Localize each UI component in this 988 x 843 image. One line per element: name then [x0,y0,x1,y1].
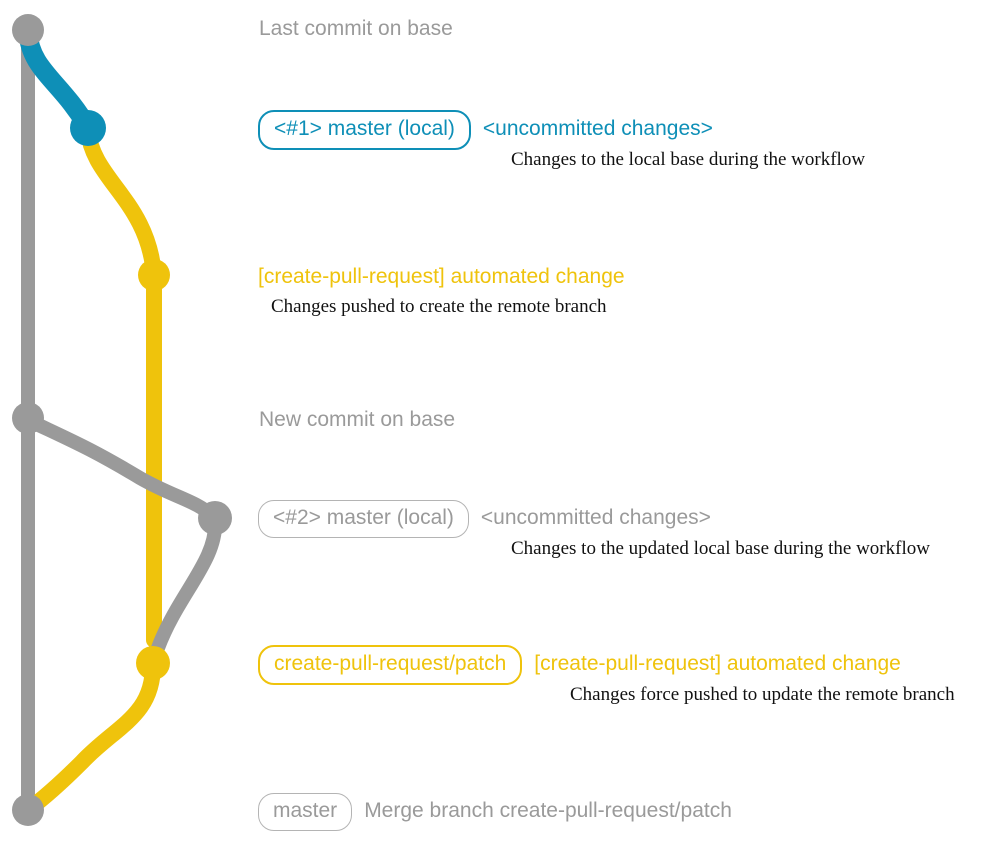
commit-node-local-1 [70,110,106,146]
gray-local2-to-automated2-line [151,513,223,655]
commit-subtext-local-master-2: Changes to the updated local base during… [511,538,930,559]
graph-row-merge-commit: master Merge branch create-pull-request/… [258,793,732,831]
commit-headline: New commit on base [259,408,456,431]
graph-row-automated-change-2: create-pull-request/patch [create-pull-r… [258,645,901,685]
commit-headline: [create-pull-request] automated change [258,265,625,288]
yellow-branch-line-lower [20,657,161,818]
commit-subtext-automated-change-1: Changes pushed to create the remote bran… [271,296,607,317]
commit-node-automated-2 [136,646,170,680]
yellow-branch-line-upper [80,122,162,648]
graph-row-local-master-2: <#2> master (local) <uncommitted changes… [258,500,711,538]
commit-node-local-2 [198,501,232,535]
commit-headline: Last commit on base [259,17,453,40]
commit-headline: [create-pull-request] automated change [534,652,901,675]
commit-headline: Merge branch create-pull-request/patch [364,799,732,822]
graph-row-last-commit-on-base: Last commit on base [259,16,453,42]
branch-chip-local-master-1[interactable]: <#1> master (local) [258,110,471,150]
branch-chip-create-pull-request-patch[interactable]: create-pull-request/patch [258,645,523,685]
commit-headline: <uncommitted changes> [482,117,713,140]
commit-subtext-local-master-1: Changes to the local base during the wor… [511,149,866,170]
commit-node-automated-1 [138,259,170,291]
graph-row-local-master-1: <#1> master (local) <uncommitted changes… [258,110,713,150]
graph-row-automated-change-1: [create-pull-request] automated change [258,264,625,290]
commit-headline: <uncommitted changes> [480,506,711,529]
commit-node-base-last [12,14,44,46]
branch-chip-master[interactable]: master [258,793,353,831]
branch-chip-local-master-2[interactable]: <#2> master (local) [258,500,469,538]
commit-node-merge [12,794,44,826]
graph-row-new-commit-on-base: New commit on base [259,407,455,433]
gray-local2-branch-line [21,413,222,525]
commit-node-base-new [12,402,44,434]
commit-subtext-automated-change-2: Changes force pushed to update the remot… [570,684,955,705]
